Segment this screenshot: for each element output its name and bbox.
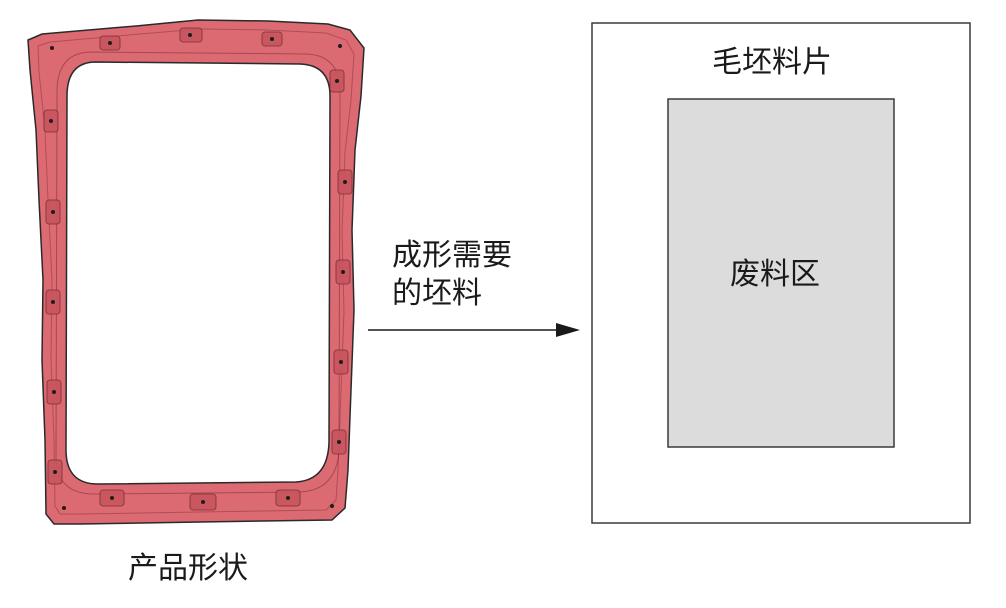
product-shape	[27, 19, 365, 525]
required-blank-label-line2: 的坯料	[392, 276, 482, 311]
product-shape-label: 产品形状	[128, 551, 248, 586]
scrap-area-label: 废料区	[730, 257, 820, 292]
blank-sheet-label: 毛坯料片	[712, 45, 832, 80]
required-blank-label: 成形需要 的坯料	[392, 237, 512, 313]
process-arrow	[368, 323, 580, 337]
scrap-area	[667, 98, 895, 448]
required-blank-label-line1: 成形需要	[392, 238, 512, 273]
